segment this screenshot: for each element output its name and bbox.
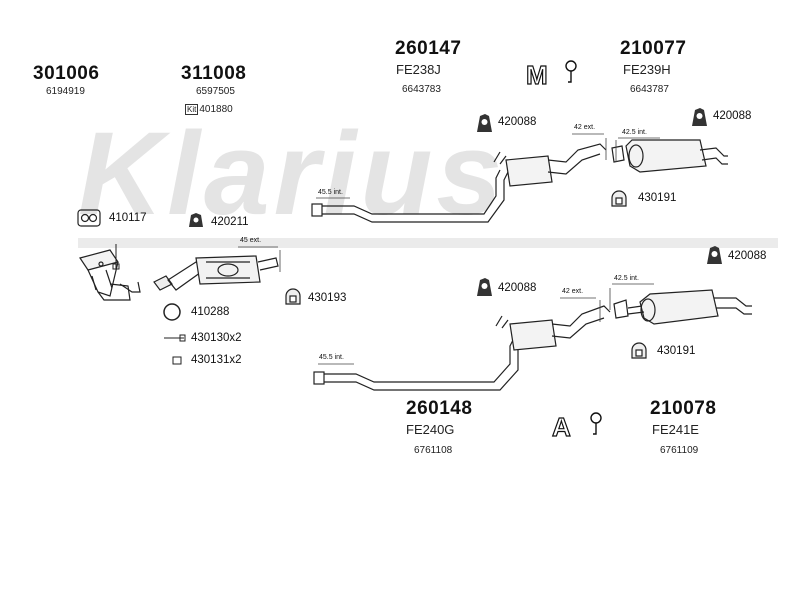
automatic-transmission-badge: A bbox=[551, 411, 602, 443]
group-part-number: 260147 bbox=[395, 38, 462, 59]
rubber-mount-icon bbox=[707, 246, 722, 264]
nut-icon bbox=[172, 356, 182, 365]
rubber-mount-icon bbox=[477, 278, 492, 296]
group-code: FE241E bbox=[652, 422, 699, 437]
rear-silencer-210077 bbox=[611, 139, 728, 173]
group-part-number: 311008 bbox=[181, 63, 247, 84]
watermark-stripe bbox=[78, 238, 778, 248]
dimension-45-ext bbox=[238, 246, 281, 272]
clamp-icon bbox=[285, 288, 301, 305]
dimension-label: 45.5 int. bbox=[318, 189, 343, 196]
manual-transmission-badge: M bbox=[525, 59, 577, 91]
rubber-mount-icon bbox=[189, 213, 203, 227]
part-label: 430191 bbox=[638, 192, 677, 204]
dimension-42-5-int-bottom bbox=[609, 283, 654, 310]
rear-silencer-210078 bbox=[613, 289, 752, 325]
clamp-icon bbox=[611, 190, 627, 207]
group-part-number: 260148 bbox=[406, 398, 473, 419]
bolt-icon bbox=[164, 334, 186, 342]
group-part-number: 210078 bbox=[650, 398, 717, 419]
part-label: 430131x2 bbox=[191, 354, 242, 366]
group-oe-number: 6597505 bbox=[196, 86, 235, 97]
klarius-watermark: Klarius bbox=[78, 108, 506, 240]
group-code: FE238J bbox=[396, 62, 441, 77]
rubber-mount-icon bbox=[692, 108, 707, 126]
dimension-42-ext-bottom bbox=[560, 297, 601, 322]
dimension-label: 45 ext. bbox=[240, 237, 262, 244]
svg-text:Klarius: Klarius bbox=[78, 108, 506, 240]
part-label: 430193 bbox=[308, 292, 347, 304]
part-label: 420088 bbox=[498, 116, 537, 128]
dimension-42-5-int-top bbox=[615, 137, 660, 162]
group-oe-number: 6194919 bbox=[46, 86, 85, 97]
part-label: 430130x2 bbox=[191, 332, 242, 344]
downpipe-301006 bbox=[79, 249, 141, 301]
part-label: 430191 bbox=[657, 345, 696, 357]
part-label: 420211 bbox=[211, 216, 249, 228]
group-oe-number: 6643783 bbox=[402, 84, 441, 95]
svg-text:A: A bbox=[552, 412, 571, 442]
group-part-number: 301006 bbox=[33, 63, 100, 84]
middle-pipe-260148 bbox=[313, 305, 611, 391]
dimension-label: 42.5 int. bbox=[614, 275, 639, 282]
middle-pipe-260147 bbox=[311, 143, 607, 223]
part-label: 420088 bbox=[728, 250, 767, 262]
clamp-icon bbox=[631, 342, 647, 359]
dimension-42-ext-top bbox=[572, 133, 607, 160]
group-oe-number: 6643787 bbox=[630, 84, 669, 95]
group-oe-number: 6761109 bbox=[660, 445, 699, 456]
dimension-label: 45.5 int. bbox=[319, 354, 344, 361]
svg-text:M: M bbox=[526, 60, 548, 90]
group-code: FE240G bbox=[406, 422, 455, 437]
part-label: 410288 bbox=[191, 306, 230, 318]
rubber-mount-icon bbox=[477, 114, 492, 132]
bolt-icon bbox=[112, 244, 120, 270]
catalyst-311008 bbox=[153, 255, 279, 291]
part-label: 420088 bbox=[498, 282, 537, 294]
sealing-ring-icon bbox=[163, 303, 181, 321]
kit-number-value: 401880 bbox=[199, 104, 233, 115]
group-part-number: 210077 bbox=[620, 38, 687, 59]
gasket-icon bbox=[77, 209, 101, 227]
group-oe-number: 6761108 bbox=[414, 445, 453, 456]
dimension-label: 42.5 int. bbox=[622, 129, 647, 136]
dimension-label: 42 ext. bbox=[562, 288, 584, 295]
part-label: 420088 bbox=[713, 110, 752, 122]
part-label: 410117 bbox=[109, 212, 147, 224]
dimension-label: 42 ext. bbox=[574, 124, 596, 131]
group-code: FE239H bbox=[623, 62, 671, 77]
kit-label: Kit bbox=[185, 104, 199, 115]
